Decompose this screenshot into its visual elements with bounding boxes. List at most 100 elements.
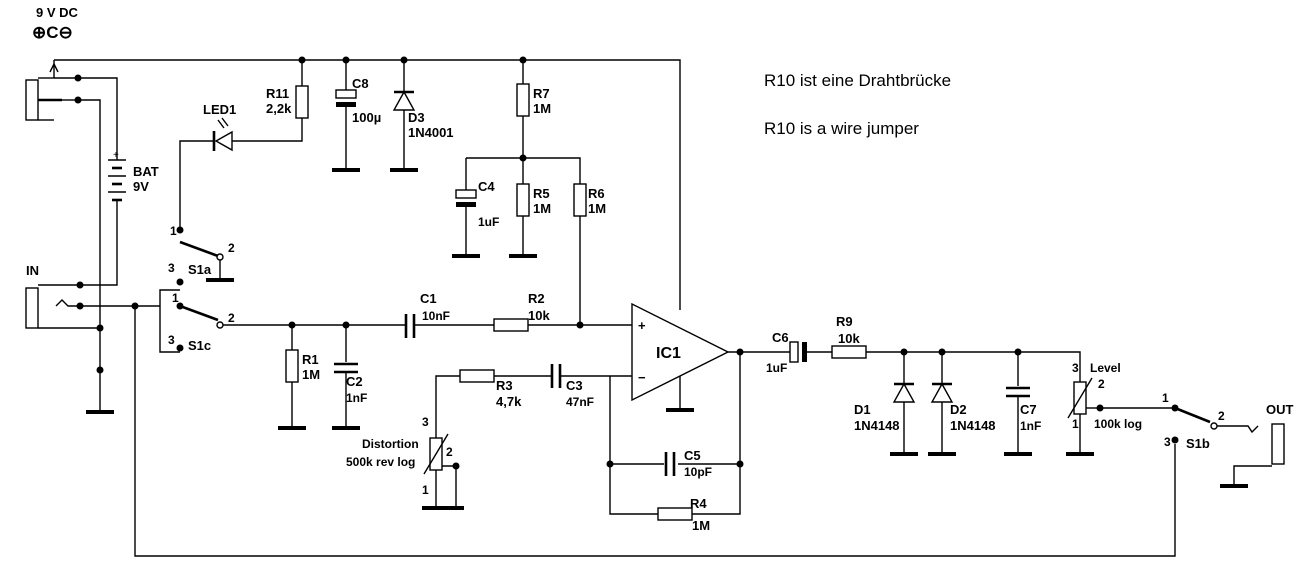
s1b-pin3: 3 (1164, 435, 1171, 449)
c2-value: 1nF (346, 391, 367, 405)
r3-ref: R3 (496, 378, 513, 393)
capacitor-c5: C5 10pF (664, 448, 712, 479)
diode-d3: D3 1N4001 (390, 60, 454, 172)
capacitor-c1: C1 10nF (404, 291, 494, 338)
dc-jack-body (25, 79, 39, 121)
s1a-ref: S1a (188, 262, 212, 277)
bat-plus-wire (78, 77, 118, 152)
r11-value: 2,2k (266, 101, 292, 116)
capacitor-c4: C4 1uF (452, 158, 499, 258)
c8-ref: C8 (352, 76, 369, 91)
r4-ref: R4 (690, 496, 707, 511)
r9-value: 10k (838, 331, 860, 346)
resistor-r4: R4 1M (657, 496, 710, 533)
note-german: R10 ist eine Drahtbrücke (764, 71, 951, 90)
level-pin3: 3 (1072, 361, 1079, 375)
opamp-ic1: + − IC1 (631, 302, 730, 412)
bat-value: 9V (133, 179, 149, 194)
c3-value: 47nF (566, 395, 594, 409)
note-english: R10 is a wire jumper (764, 119, 919, 138)
s1c-pin1: 1 (172, 291, 179, 305)
c6-value: 1uF (766, 361, 787, 375)
r11-ref: R11 (266, 86, 289, 101)
distortion-pin2: 2 (446, 445, 453, 459)
c7-value: 1nF (1020, 419, 1041, 433)
d1-ref: D1 (854, 402, 871, 417)
c2-ref: C2 (346, 374, 363, 389)
d3-value: 1N4001 (408, 125, 454, 140)
d1-value: 1N4148 (854, 418, 900, 433)
switch-s1b: 1 2 3 S1b (1100, 391, 1259, 451)
capacitor-c8: C8 100µ (332, 60, 381, 172)
bypass-wire (134, 306, 1176, 557)
c8-value: 100µ (352, 110, 381, 125)
bat-ref: BAT (133, 164, 159, 179)
led1: LED1 (179, 102, 236, 230)
r2-value: 10k (528, 308, 550, 323)
s1b-ref: S1b (1186, 436, 1210, 451)
capacitor-c7: C7 1nF (1004, 352, 1041, 456)
c1-ref: C1 (420, 291, 437, 306)
level-ref: Level (1090, 361, 1121, 375)
r11-led-wire (232, 118, 303, 142)
battery-plus-mark: + (113, 150, 119, 161)
capacitor-c6: C6 1uF (766, 330, 832, 375)
r6-ref: R6 (588, 186, 605, 201)
ic1-plus: + (638, 318, 646, 333)
r4-value: 1M (692, 518, 710, 533)
r7-ref: R7 (533, 86, 550, 101)
capacitor-c2: C2 1nF (332, 325, 367, 430)
dc-jack-label: 9 V DC (36, 5, 79, 20)
s1b-pin1: 1 (1162, 391, 1169, 405)
r5-ref: R5 (533, 186, 550, 201)
dc-power-jack: 9 V DC ⊕C⊖ (32, 5, 79, 42)
c5-ref: C5 (684, 448, 701, 463)
resistor-r9: R9 10k (831, 314, 1081, 382)
r3-value: 4,7k (496, 394, 522, 409)
r1-ref: R1 (302, 352, 319, 367)
ic1-ref: IC1 (656, 345, 681, 362)
d2-value: 1N4148 (950, 418, 996, 433)
c4-value: 1uF (478, 215, 499, 229)
r1-value: 1M (302, 367, 320, 382)
top-rail-wire (54, 59, 681, 310)
r9-ref: R9 (836, 314, 853, 329)
battery-bat: + BAT 9V (80, 150, 159, 286)
switch-s1a: 1 2 3 S1a (168, 224, 235, 282)
in-jack-tip-wire (55, 299, 160, 307)
resistor-r1: R1 1M (278, 325, 320, 430)
level-pin2: 2 (1098, 377, 1105, 391)
r11-body (295, 85, 309, 119)
in-jack-body (25, 287, 39, 329)
level-pin1: 1 (1072, 417, 1079, 431)
r5-value: 1M (533, 201, 551, 216)
c6-ref: C6 (772, 330, 789, 345)
resistor-r3: R3 4,7k (435, 369, 522, 438)
s1c-ref: S1c (188, 338, 211, 353)
feedback-right-wire (678, 352, 741, 515)
out-jack: OUT (1220, 402, 1294, 488)
distortion-pin3: 3 (422, 415, 429, 429)
diode-d2: D2 1N4148 (928, 352, 996, 456)
led1-ref: LED1 (203, 102, 236, 117)
diode-d1: D1 1N4148 (854, 352, 918, 456)
resistor-r7: R7 1M (516, 60, 551, 184)
s1a-pin2: 2 (228, 241, 235, 255)
bat-minus-wire (78, 99, 101, 410)
potentiometer-distortion: 3 2 1 Distortion 500k rev log (346, 415, 464, 510)
bias-node-wire (466, 157, 581, 184)
c7-ref: C7 (1020, 402, 1037, 417)
s1a-pin1: 1 (170, 224, 177, 238)
feedback-left-wire (609, 376, 658, 515)
resistor-r6: R6 1M (573, 183, 606, 326)
c3-ref: C3 (566, 378, 583, 393)
s1b-pin2: 2 (1218, 409, 1225, 423)
dc-contact-arrow (49, 62, 59, 73)
c5-value: 10pF (684, 465, 712, 479)
out-jack-label: OUT (1266, 402, 1294, 417)
distortion-pin1: 1 (422, 483, 429, 497)
dc-polarity-symbol: ⊕C⊖ (32, 23, 73, 42)
level-value: 100k log (1094, 417, 1142, 431)
c1-value: 10nF (422, 309, 450, 323)
